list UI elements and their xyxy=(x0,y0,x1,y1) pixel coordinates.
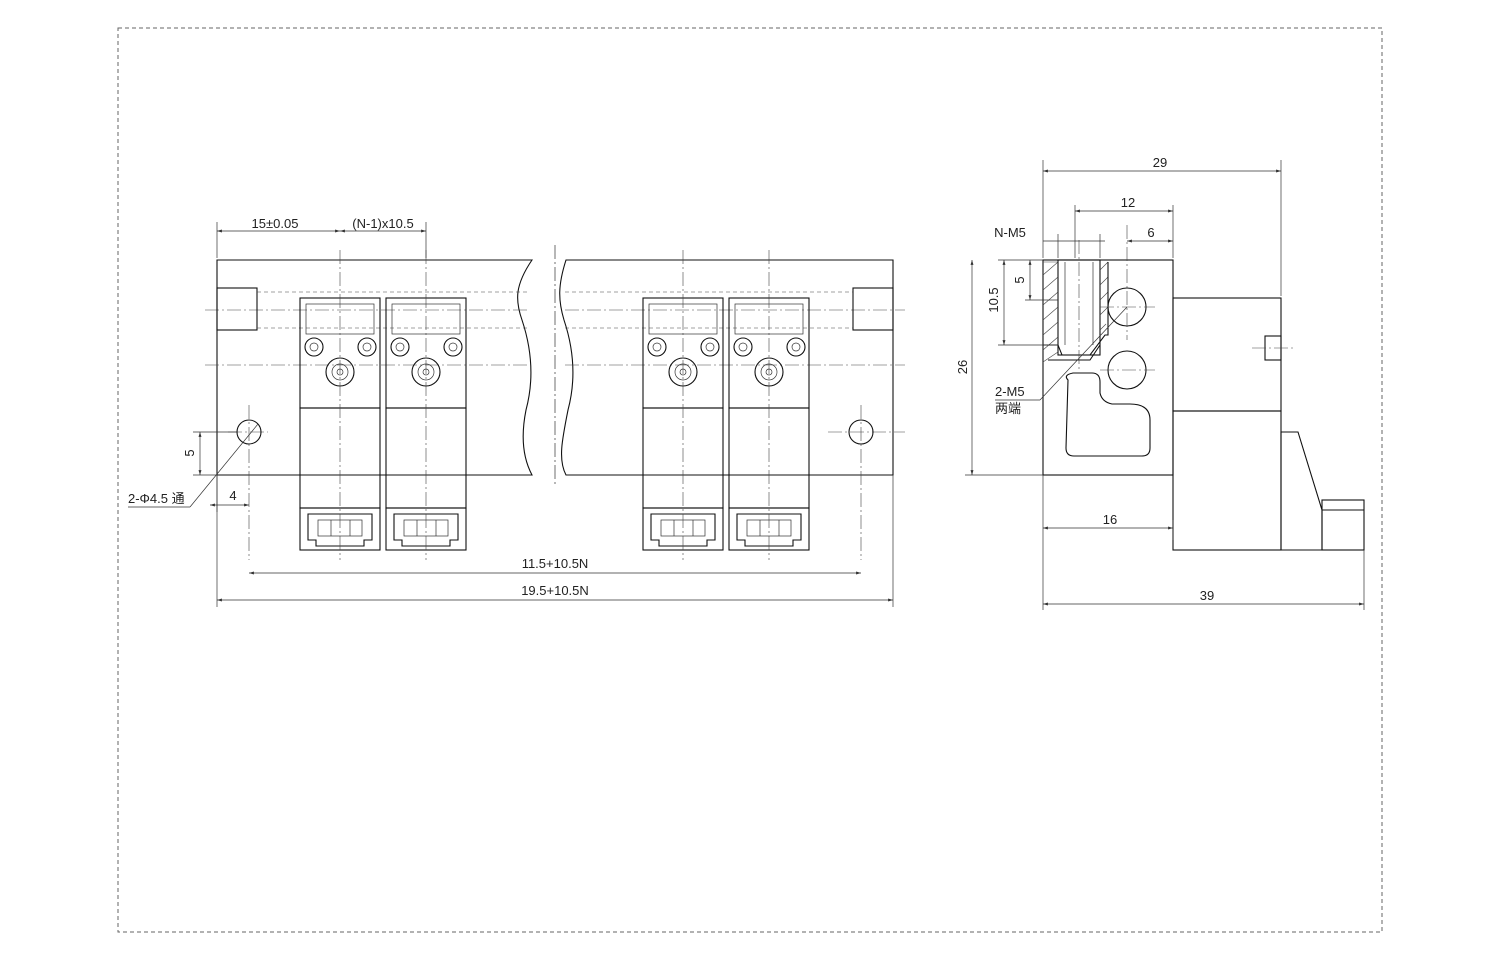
dim-height: 26 xyxy=(955,360,970,374)
dim-body-width: 16 xyxy=(1103,512,1117,527)
dim-port-height: 10.5 xyxy=(986,287,1001,312)
dim-pitch-first: 15±0.05 xyxy=(252,216,299,231)
hole-callout: 2-Φ4.5 通 xyxy=(128,491,185,506)
side-cavity xyxy=(1065,372,1151,457)
dim-total-length: 19.5+10.5N xyxy=(521,583,589,598)
dim-pitch-rest: (N-1)x10.5 xyxy=(352,216,413,231)
dim-port-offset: 6 xyxy=(1147,225,1154,240)
port-callout: N-M5 xyxy=(994,225,1026,240)
dim-port-pitch: 12 xyxy=(1121,195,1135,210)
dim-port-depth: 5 xyxy=(1012,276,1027,283)
dim-total-width: 39 xyxy=(1200,588,1214,603)
end-port-left xyxy=(216,287,258,331)
dim-hole-edge: 4 xyxy=(229,488,236,503)
valve-station xyxy=(728,250,810,560)
valve-station xyxy=(299,250,381,560)
dim-width-top: 29 xyxy=(1153,155,1167,170)
valve-station xyxy=(385,250,467,560)
connector-side xyxy=(1321,499,1365,551)
drawing-frame xyxy=(117,27,1383,933)
side-view: 29 12 6 N-M5 5 10.5 26 2-M5 两端 xyxy=(955,155,1365,610)
manifold-body-right xyxy=(559,259,894,476)
dim-hole-offset: 5 xyxy=(182,449,197,456)
end-port-note: 两端 xyxy=(995,401,1021,416)
manifold-body xyxy=(216,259,534,476)
end-port-callout: 2-M5 xyxy=(995,384,1025,399)
dim-hole-span: 11.5+10.5N xyxy=(522,556,589,571)
front-view: 15±0.05 (N-1)x10.5 5 4 2-Φ4.5 通 11.5+10.… xyxy=(128,216,905,607)
end-port-right xyxy=(852,287,894,331)
valve-station xyxy=(642,250,724,560)
